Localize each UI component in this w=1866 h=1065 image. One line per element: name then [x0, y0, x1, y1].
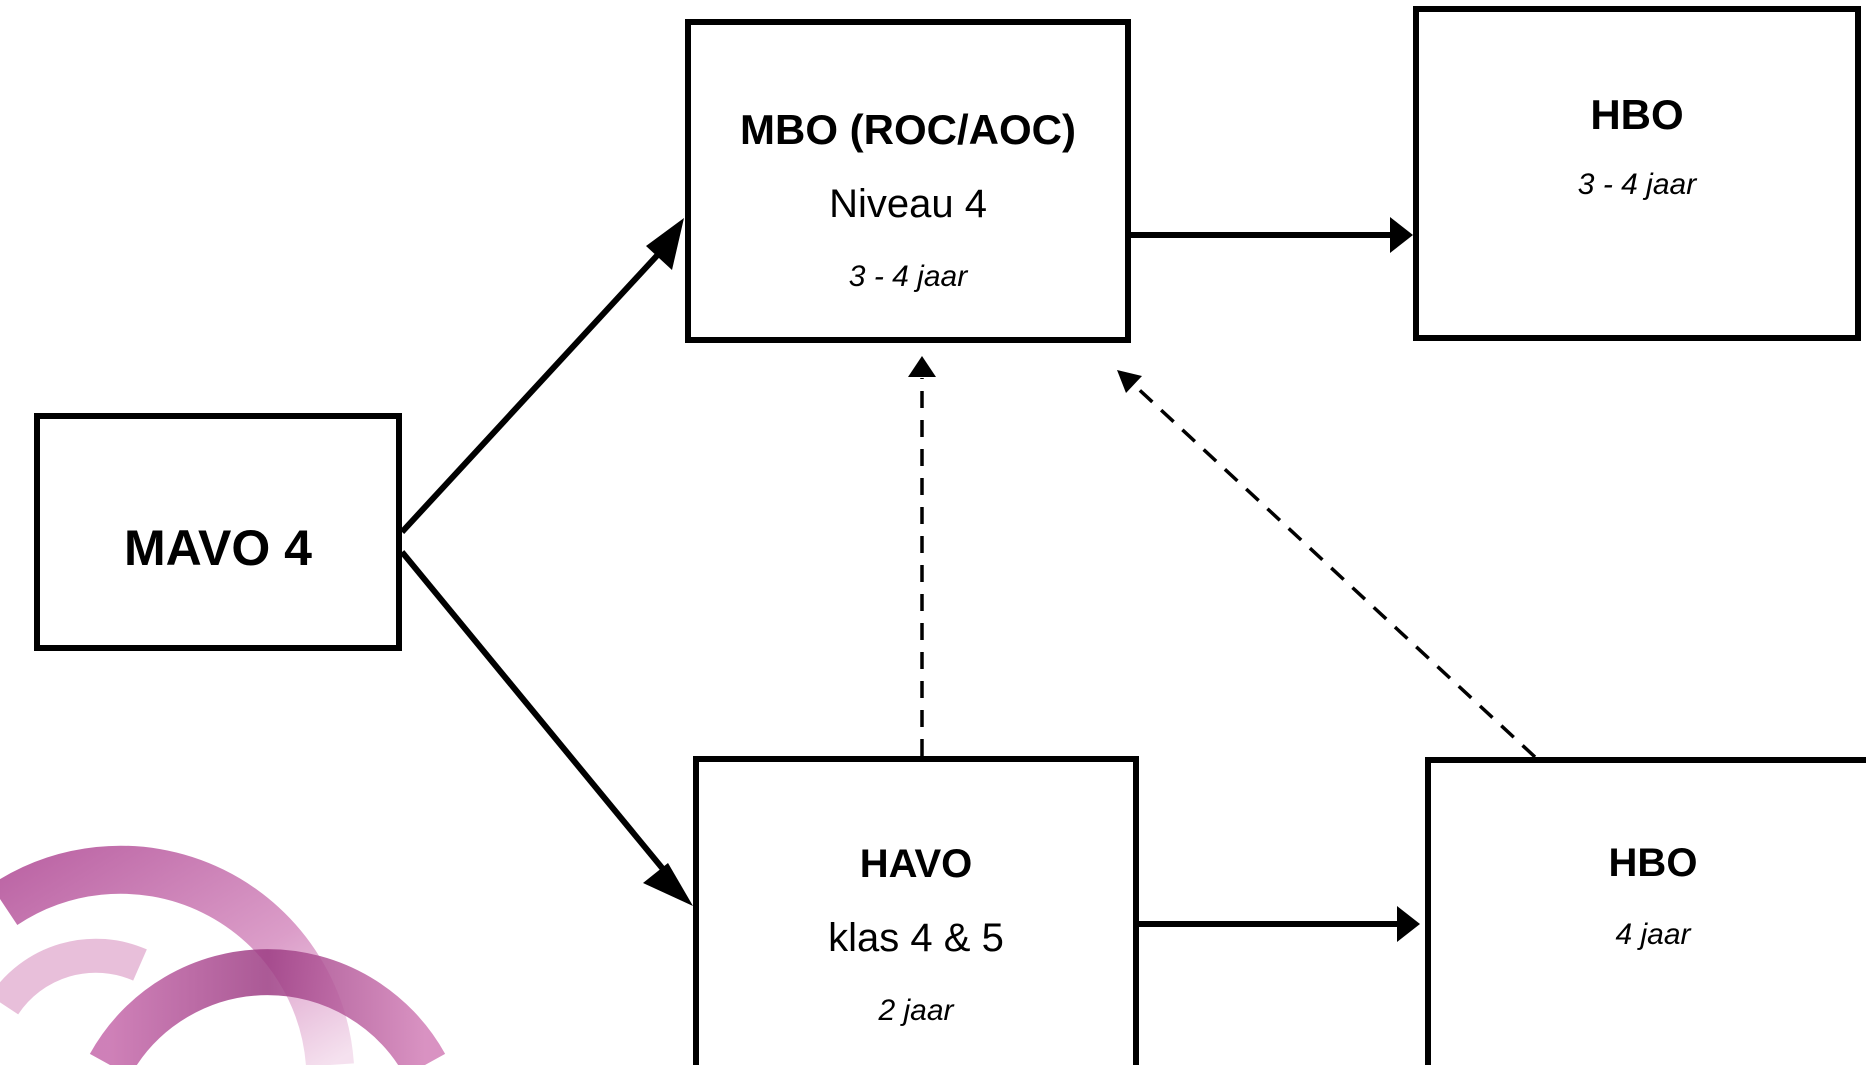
arrowhead-hbo-bottom-mbo — [1117, 370, 1142, 393]
node-havo: HAVO klas 4 & 5 2 jaar — [693, 756, 1139, 1065]
arrowhead-mavo-havo — [643, 863, 693, 906]
node-hbo-top: HBO 3 - 4 jaar — [1413, 6, 1861, 341]
node-mbo-duration: 3 - 4 jaar — [848, 260, 968, 293]
arrowhead-havo-hbo-bottom — [1397, 906, 1420, 942]
node-mavo-title: MAVO 4 — [124, 520, 312, 576]
node-hbo-bottom-title: HBO — [1608, 841, 1698, 885]
logo-ring-inner — [0, 938, 147, 1015]
node-hbo-bottom-duration: 4 jaar — [1615, 918, 1691, 951]
node-havo-title: HAVO — [859, 842, 973, 886]
arrowhead-mavo-mbo — [646, 218, 684, 270]
node-havo-duration: 2 jaar — [878, 994, 954, 1027]
node-hbo-top-duration: 3 - 4 jaar — [1577, 168, 1697, 201]
edge-hbo-bottom-mbo-dashed — [1131, 382, 1537, 759]
edge-mavo-mbo — [399, 245, 667, 535]
node-hbo-bottom: HBO 4 jaar — [1425, 757, 1866, 1065]
arrowhead-havo-mbo — [908, 356, 936, 377]
node-mbo: MBO (ROC/AOC) Niveau 4 3 - 4 jaar — [685, 19, 1131, 343]
node-mavo: MAVO 4 — [34, 413, 402, 651]
node-mbo-level: Niveau 4 — [829, 182, 987, 226]
arrowhead-mbo-hbo-top — [1390, 217, 1413, 253]
node-hbo-top-title: HBO — [1590, 91, 1684, 138]
node-mbo-title: MBO (ROC/AOC) — [740, 106, 1076, 153]
node-havo-level: klas 4 & 5 — [828, 916, 1004, 960]
edge-mavo-havo — [399, 550, 675, 882]
logo-ring-small — [89, 949, 446, 1065]
